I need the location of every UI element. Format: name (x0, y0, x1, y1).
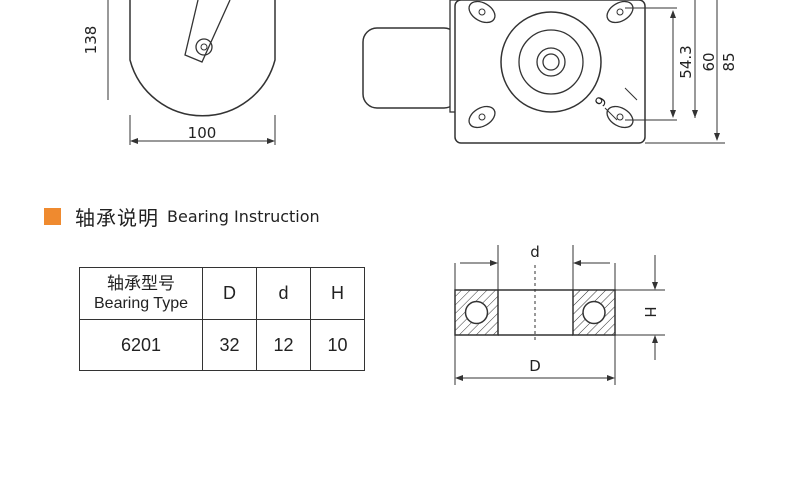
axle-circle (195, 38, 213, 56)
bolt-slot (468, 105, 496, 129)
table-header-row: 轴承型号 Bearing Type D d H (79, 267, 365, 320)
bolt-slot (606, 105, 634, 129)
bolt-slot (468, 0, 496, 24)
wheel-height-label: 138 (82, 26, 100, 55)
header-col-H: H (310, 267, 365, 320)
bearing-section-drawing: d D H (454, 243, 665, 385)
plate-dim-54: 54.3 (677, 45, 695, 78)
section-title-cn: 轴承说明 (75, 205, 159, 230)
section-marker-icon (44, 207, 61, 225)
table-row: 6201 32 12 10 (79, 319, 365, 371)
section-title-en: Bearing Instruction (167, 206, 320, 226)
plate-dim-85: 85 (720, 52, 735, 71)
top-plate (454, 0, 646, 144)
label-inner-d: d (530, 243, 540, 261)
bearing-table: 轴承型号 Bearing Type D d H 6201 32 12 10 (79, 267, 365, 371)
header-type-en: Bearing Type (94, 294, 188, 312)
plate-front-drawing: 54.3 60 85 9 (362, 0, 735, 144)
header-col-d: d (256, 267, 311, 320)
header-col-D: D (202, 267, 257, 320)
section-header: 轴承说明 Bearing Instruction (44, 200, 320, 232)
header-bearing-type: 轴承型号 Bearing Type (79, 267, 203, 320)
wheel-diameter-label: 100 (188, 124, 217, 142)
header-type-cn: 轴承型号 (107, 273, 175, 293)
wheel-side-drawing: 138 100 (82, 0, 276, 145)
cell-D: 32 (202, 319, 257, 371)
cell-H: 10 (310, 319, 365, 371)
label-outer-D: D (529, 357, 541, 375)
outer-ring (500, 11, 602, 113)
cell-type: 6201 (79, 319, 203, 371)
bolt-slot (606, 0, 634, 24)
label-height-H: H (641, 306, 659, 317)
plate-dim-60: 60 (700, 52, 718, 71)
cell-d: 12 (256, 319, 311, 371)
stem-shape (362, 27, 459, 109)
